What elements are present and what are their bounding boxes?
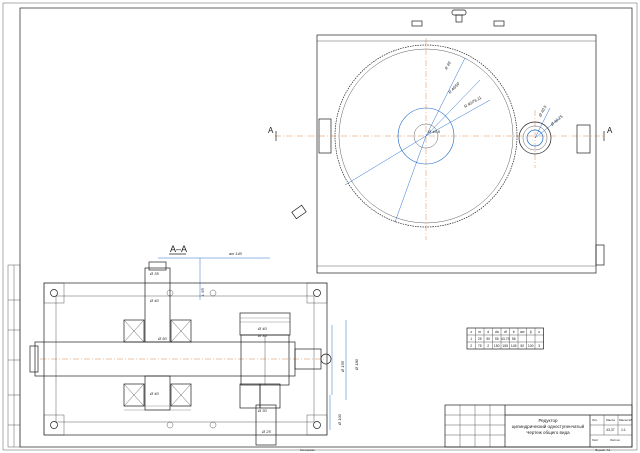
table-cell: 3 xyxy=(538,344,540,348)
table-cell: 25 xyxy=(478,337,482,341)
top-view: R 40 R 40/50 R 40/76.11 Ø 46.5 Ø 40.5 Ø … xyxy=(268,9,613,274)
table-cell: 1 xyxy=(470,337,472,341)
table-cell: 75 xyxy=(478,344,482,348)
table-header-cell: df xyxy=(504,330,507,334)
dim-label: Ø 40 xyxy=(257,326,267,331)
section-title: A–A xyxy=(170,244,187,254)
cut-mark-left: A xyxy=(268,126,274,135)
dim-label: Ø 35 xyxy=(149,271,159,276)
stamp-title: цилиндрический одноступенчатый xyxy=(512,423,585,429)
radius-label: Ø 40.25 xyxy=(549,113,564,127)
table-cell: 2 xyxy=(487,344,489,348)
table-header-cell: d xyxy=(487,330,489,334)
table-header-cell: β xyxy=(530,330,532,334)
dim-label: Ø 40 xyxy=(149,391,159,396)
table-header-cell: aw xyxy=(520,330,525,334)
table-header-cell: z xyxy=(470,330,472,334)
radius-label: R 40/50 xyxy=(447,81,461,95)
stamp-title: Чертеж общего вида xyxy=(526,430,570,435)
dim-label: Ø 30 xyxy=(257,408,267,413)
stamp-title: Редуктор xyxy=(538,418,558,423)
table-frame xyxy=(466,327,544,350)
cut-mark-right: A xyxy=(607,126,613,135)
table-cell: 2 xyxy=(470,344,472,348)
stamp-sheets: Листов xyxy=(610,438,620,442)
input-shaft xyxy=(144,267,171,343)
copied-label: Копировал xyxy=(300,448,315,452)
bearing xyxy=(239,383,261,409)
title-block: Редуктор цилиндрический одноступенчатый … xyxy=(444,404,633,448)
left-margin-stamp xyxy=(7,264,21,448)
table-header-cell: u xyxy=(538,330,540,334)
dim-label: Ø 25 xyxy=(261,429,271,434)
dim-label: Ø 40 xyxy=(149,298,159,303)
stamp-sheet: Лист xyxy=(592,438,599,442)
radius-label: R 40 xyxy=(443,60,452,70)
stamp-mass-label: Масса xyxy=(606,418,615,422)
table-cell: 155 xyxy=(502,344,508,348)
stamp-mass-value: 43,37 xyxy=(606,428,615,432)
table-header-cell: da xyxy=(495,330,499,334)
radius-label: R 40/76.11 xyxy=(463,95,482,109)
dim-label: L 65 xyxy=(200,288,205,296)
table-cell: 150 xyxy=(494,344,500,348)
table-cell: 50 xyxy=(486,337,490,341)
inner-frame xyxy=(19,7,633,448)
dim-label: Ø 100 xyxy=(337,413,342,426)
stamp-scale-label: Масштаб xyxy=(619,418,632,422)
table-cell: 43.75 xyxy=(501,337,510,341)
housing-top-view xyxy=(316,34,597,274)
stamp-lit: Лит. xyxy=(592,418,598,422)
section-view: A–A xyxy=(29,244,359,446)
dim-label: Ø 155 xyxy=(340,360,345,373)
table-cell: 145 xyxy=(511,344,517,348)
table-cell: 100 xyxy=(528,344,534,348)
radius-label: Ø 40.5 xyxy=(537,104,548,119)
output-shaft xyxy=(255,404,277,446)
stamp-scale-value: 1:1 xyxy=(621,428,626,432)
format-label: Формат А1 xyxy=(595,448,610,452)
radius-label: Ø 46.5 xyxy=(427,129,441,134)
table-cell: 56 xyxy=(512,337,516,341)
table-cell: 50 xyxy=(520,344,524,348)
bearing xyxy=(259,383,281,409)
dim-label: Ø 180 xyxy=(354,358,359,371)
table-header-cell: b xyxy=(513,330,515,334)
dim-label: Ø 50 xyxy=(157,336,167,341)
dim-label: aw 140 xyxy=(229,251,243,256)
table-cell: 55 xyxy=(495,337,499,341)
table-header-cell: m xyxy=(478,330,481,334)
dim-label: Ø 35 xyxy=(257,333,267,338)
